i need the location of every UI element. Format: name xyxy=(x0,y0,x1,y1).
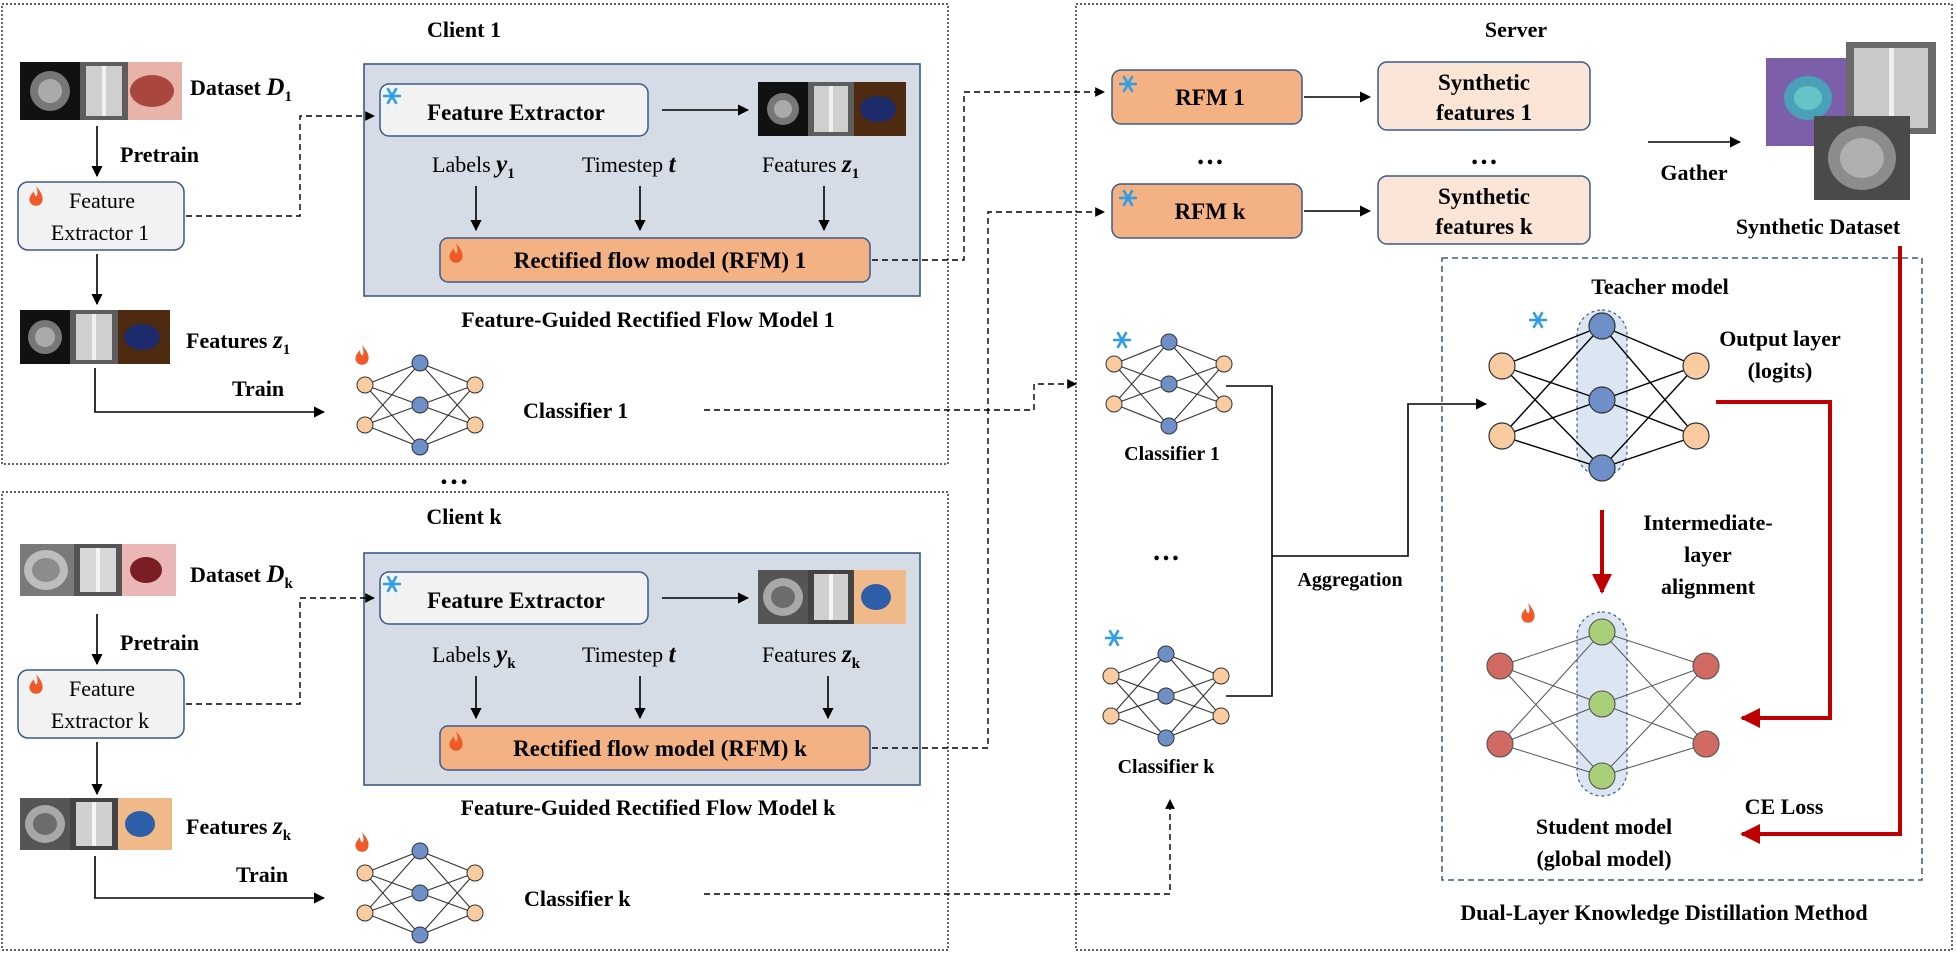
server-classifier1-label: Classifier 1 xyxy=(1124,443,1220,465)
server-synth1-box xyxy=(1377,61,1591,131)
svg-text:Feature Extractor: Feature Extractor xyxy=(427,100,605,125)
client1-pretrain-label: Pretrain xyxy=(120,142,199,167)
ce-loss-arrow xyxy=(1740,246,1902,844)
clientk-fg-feature-extractor-box xyxy=(379,571,649,625)
clientk-fg-features-images xyxy=(758,570,906,624)
svg-text:Synthetic: Synthetic xyxy=(1438,70,1530,95)
client1-features-images xyxy=(20,310,170,364)
server-rfm-ellipsis: … xyxy=(1196,140,1224,171)
kd-frame xyxy=(1441,257,1923,881)
student-network xyxy=(1486,611,1720,797)
client1-fg-timestep: Timestep t xyxy=(582,151,677,178)
server-gather-label: Gather xyxy=(1660,160,1727,185)
client1-fg-features-images xyxy=(758,82,906,136)
client1-feature-extractor-box xyxy=(17,181,185,251)
server-classifier-ellipsis: … xyxy=(1152,536,1180,567)
teacher-network xyxy=(1488,309,1710,482)
svg-text:Feature: Feature xyxy=(69,188,135,213)
ce-loss-label: CE Loss xyxy=(1745,794,1824,819)
svg-text:Feature: Feature xyxy=(69,676,135,701)
output-layer-label: Output layer xyxy=(1719,326,1841,351)
server-rfmk-box xyxy=(1111,183,1303,239)
student-label-2: (global model) xyxy=(1536,846,1671,871)
svg-text:Rectified flow model (RFM) k: Rectified flow model (RFM) k xyxy=(513,736,807,761)
svg-text:Extractor k: Extractor k xyxy=(51,708,149,733)
client1-classifier-network xyxy=(356,354,484,456)
svg-text:Synthetic: Synthetic xyxy=(1438,184,1530,209)
intermediate-label-1: Intermediate- xyxy=(1643,510,1773,535)
client1-train-label: Train xyxy=(232,376,284,401)
clientk-pretrain-label: Pretrain xyxy=(120,630,199,655)
server-aggregation-label: Aggregation xyxy=(1297,569,1402,591)
client1-fg-features: Features z1 xyxy=(762,151,859,182)
svg-text:features 1: features 1 xyxy=(1436,100,1532,125)
svg-text:Feature Extractor: Feature Extractor xyxy=(427,588,605,613)
snowflake-icon xyxy=(1111,330,1133,350)
connector-extractork-to-fg xyxy=(186,593,375,705)
synthetic-dataset-images xyxy=(1766,42,1936,200)
clientk-fg-caption: Feature-Guided Rectified Flow Model k xyxy=(461,795,837,820)
svg-text:RFM k: RFM k xyxy=(1175,199,1246,224)
svg-text:features k: features k xyxy=(1435,214,1533,239)
server-rfm1-box xyxy=(1111,69,1303,125)
teacher-label: Teacher model xyxy=(1591,274,1729,299)
clientk-dataset-images xyxy=(20,544,176,596)
server-synth-ellipsis: … xyxy=(1470,140,1498,171)
client1-dataset-images xyxy=(20,62,182,120)
clientk-features-label: Features zk xyxy=(186,813,292,844)
server-classifierk-network xyxy=(1102,645,1230,747)
flame-icon xyxy=(1521,603,1535,623)
client1-title: Client 1 xyxy=(427,17,501,42)
svg-text:Rectified flow model (RFM) 1: Rectified flow model (RFM) 1 xyxy=(514,248,807,273)
flame-icon xyxy=(355,832,369,852)
clientk-train-label: Train xyxy=(236,862,288,887)
svg-text:Extractor 1: Extractor 1 xyxy=(51,220,149,245)
client1-fg-labels: Labels y1 xyxy=(432,151,515,182)
kd-caption: Dual-Layer Knowledge Distillation Method xyxy=(1460,900,1867,925)
server-title: Server xyxy=(1485,17,1548,42)
clientk-fg-labels: Labels yk xyxy=(432,641,516,672)
synthetic-dataset-label: Synthetic Dataset xyxy=(1736,214,1901,239)
connector-rfmk-to-server xyxy=(872,207,1105,749)
clientk-features-images xyxy=(20,798,172,850)
clientk-fg-timestep: Timestep t xyxy=(582,641,677,668)
client1-dataset-label: Dataset D1 xyxy=(190,74,292,105)
clientk-classifier-label: Classifier k xyxy=(524,886,631,911)
intermediate-label-2: layer xyxy=(1684,542,1732,567)
clientk-feature-extractor-box xyxy=(17,669,185,739)
connector-rfm1-to-server xyxy=(872,87,1105,261)
clientk-frame xyxy=(1,491,949,951)
snowflake-icon xyxy=(1527,310,1549,330)
server-classifier1-network xyxy=(1105,333,1233,435)
intermediate-label-3: alignment xyxy=(1661,574,1756,599)
client1-fg-feature-extractor-box xyxy=(379,83,649,137)
clients-ellipsis: … xyxy=(439,458,469,491)
snowflake-icon xyxy=(1103,628,1125,648)
client1-frame xyxy=(1,3,949,465)
student-label-1: Student model xyxy=(1536,814,1672,839)
connector-classifier1-to-server xyxy=(704,379,1077,411)
client1-features-label: Features z1 xyxy=(186,327,290,358)
server-synthk-box xyxy=(1377,175,1591,245)
server-frame xyxy=(1075,3,1953,951)
client1-fg-rfm-box xyxy=(439,237,871,283)
clientk-fg-rfm-box xyxy=(439,725,871,771)
client1-fg-caption: Feature-Guided Rectified Flow Model 1 xyxy=(461,307,835,332)
client1-classifier-label: Classifier 1 xyxy=(523,398,628,423)
svg-text:RFM 1: RFM 1 xyxy=(1175,85,1245,110)
flame-icon xyxy=(355,345,369,365)
connector-classifierk-to-server xyxy=(704,799,1175,895)
clientk-classifier-network xyxy=(356,842,484,944)
server-classifierk-label: Classifier k xyxy=(1118,756,1216,778)
clientk-dataset-label: Dataset Dk xyxy=(190,561,293,592)
output-layer-label-2: (logits) xyxy=(1748,358,1813,383)
connector-extractor1-to-fg xyxy=(186,111,375,217)
clientk-title: Client k xyxy=(426,504,502,529)
clientk-fg-features: Features zk xyxy=(762,641,861,672)
logits-arrow xyxy=(1716,400,1832,728)
